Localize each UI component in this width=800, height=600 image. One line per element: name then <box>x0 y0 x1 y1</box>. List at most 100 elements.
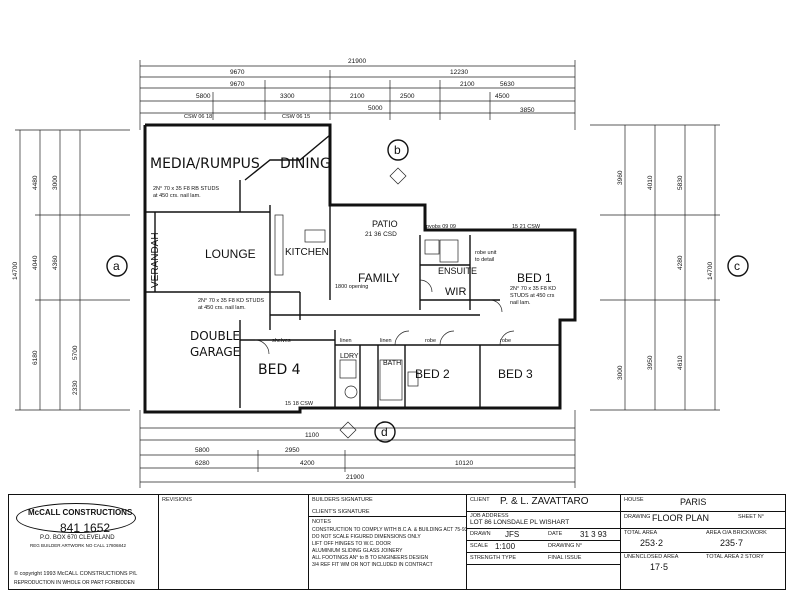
dim-left-4: 3000 <box>52 175 59 190</box>
drawing-label: DRAWING <box>624 514 651 520</box>
opening-note: 1800 opening <box>335 284 368 290</box>
tb-divider-3 <box>466 494 467 590</box>
house-value: PARIS <box>680 497 707 507</box>
dim-bottom-3: 4200 <box>300 460 315 467</box>
bottom-dimension-lines: 21900 5800 6280 4200 10120 2950 1100 <box>139 410 576 488</box>
builder-reg: REG BUILDER ARTWORK NO CALL 17806842 <box>30 543 127 548</box>
studs-note-2: 2N° 70 x 35 F8 KD STUDS <box>198 298 264 304</box>
csw-note-3: CSW 06 18 <box>184 114 212 120</box>
unenclosed-value: 17·5 <box>650 562 669 572</box>
notes-line-6: 3/4 REF FIT WM OR NOT INCLUDED IN CONTRA… <box>312 562 433 568</box>
copyright: © copyright 1993 McCALL CONSTRUCTIONS P/… <box>14 571 138 577</box>
linen-1: linen <box>340 338 352 344</box>
notes-line-3: LIFT OFF HINGES TO W.C. DOOR <box>312 541 391 547</box>
marker-a-label: a <box>113 259 120 273</box>
marker-a <box>106 255 128 277</box>
tb-hline-7 <box>620 528 786 529</box>
strength-label: STRENGTH TYPE <box>470 555 517 561</box>
robe-1: robe <box>425 338 436 344</box>
room-kitchen: KITCHEN <box>285 247 329 258</box>
job-address-label: JOB ADDRESS <box>470 513 509 519</box>
company-logo <box>16 503 136 533</box>
studs-note-1b: at 450 crs. nail lam. <box>153 193 201 199</box>
studs-note-3c: nail lam. <box>510 300 531 306</box>
dim-top-3: 9670 <box>230 81 245 88</box>
tb-hline-1 <box>308 516 466 517</box>
dim-top-2: 12230 <box>450 69 468 76</box>
dim-left-6: 5700 <box>72 345 79 360</box>
client-name: P. & L. ZAVATTARO <box>500 496 589 507</box>
dim-top-1: 9670 <box>230 69 245 76</box>
dim-left-overall: 14700 <box>12 262 19 280</box>
room-patio: PATIO <box>372 219 398 229</box>
clients-signature-label: CLIENT'S SIGNATURE <box>312 509 370 515</box>
total-area-value: 253·2 <box>640 538 664 548</box>
studs-note-3b: STUDS at 450 crs <box>510 293 555 299</box>
csw-note-2: 15 18 CSW <box>285 401 314 407</box>
drawing-value: FLOOR PLAN <box>652 513 710 523</box>
room-verandah: VERANDAH <box>150 232 161 288</box>
plan-notes: 2N° 70 x 35 F8 RB STUDS at 450 crs. nail… <box>153 114 556 407</box>
notes-line-2: DO NOT SCALE FIGURED DIMENSIONS ONLY <box>312 534 421 540</box>
dim-right-7: 3000 <box>617 365 624 380</box>
dim-top-12: 5000 <box>368 105 383 112</box>
notes-line-1: CONSTRUCTION TO COMPLY WITH B.C.A. & BUI… <box>312 527 468 533</box>
linen-2: linen <box>380 338 392 344</box>
marker-d <box>374 421 396 443</box>
tb-hline-4 <box>466 540 620 541</box>
dim-bottom-1: 5800 <box>195 447 210 454</box>
robe-2: robe <box>500 338 511 344</box>
dim-top-overall: 21900 <box>348 58 366 65</box>
drawing-no-label: DRAWING N° <box>548 543 583 549</box>
dim-bottom-6: 1100 <box>305 432 319 439</box>
dim-top-11: 5630 <box>500 81 515 88</box>
job-address: LOT 86 LONSDALE PL WISHART <box>470 519 570 526</box>
dim-right-2: 4280 <box>677 255 684 270</box>
tb-divider-1 <box>158 494 159 590</box>
final-issue-label: FINAL ISSUE <box>548 555 582 561</box>
room-family: FAMILY <box>358 271 400 285</box>
room-double-garage-2: GARAGE <box>190 345 240 359</box>
dim-bottom-overall: 21900 <box>346 474 364 481</box>
sheet-label: SHEET N° <box>738 514 764 520</box>
dim-right-3: 4610 <box>677 355 684 370</box>
dim-left-3: 6180 <box>32 350 39 365</box>
room-bath: BATH <box>383 360 401 367</box>
room-ensuite: ENSUITE <box>438 266 477 276</box>
tb-divider-2 <box>308 494 309 590</box>
client-label: CLIENT <box>470 497 490 503</box>
room-bed2: BED 2 <box>415 367 450 381</box>
dim-top-5: 5800 <box>196 93 211 100</box>
dim-top-8: 2500 <box>400 93 415 100</box>
dim-top-6: 3300 <box>280 93 295 100</box>
door-swings <box>254 279 515 355</box>
dim-top-4: 2100 <box>460 81 475 88</box>
dim-right-overall: 14700 <box>707 262 714 280</box>
fixtures <box>274 214 459 401</box>
marker-b-label: b <box>394 143 401 157</box>
dim-left-1: 4480 <box>32 175 39 190</box>
room-bed4: BED 4 <box>258 362 301 378</box>
drawn-value: JFS <box>505 530 520 539</box>
to-detail-note: to detail <box>475 257 494 263</box>
room-ldry: LDRY <box>340 353 359 360</box>
room-double-garage-1: DOUBLE <box>190 329 240 343</box>
room-media-rumpus: MEDIA/RUMPUS <box>150 156 260 172</box>
room-bed3: BED 3 <box>498 367 533 381</box>
total-area-label: TOTAL AREA <box>624 530 658 536</box>
tb-hline-6 <box>466 564 620 565</box>
dim-bottom-2: 6280 <box>195 460 210 467</box>
patio-note: 21 36 CSD <box>365 231 397 238</box>
dim-top-10: 3850 <box>520 107 535 114</box>
section-markers: a b c d <box>106 139 749 443</box>
dim-right-6: 4010 <box>647 175 654 190</box>
marker-c <box>727 255 749 277</box>
csw-note-1: 15 21 CSW <box>512 224 541 230</box>
drawn-label: DRAWN <box>470 531 491 537</box>
room-bed1: BED 1 <box>517 271 552 285</box>
reproduction-note: REPRODUCTION IN WHOLE OR PART FORBIDDEN <box>14 580 135 586</box>
revisions-label: REVISIONS <box>162 497 192 503</box>
pvobs-note: pvobs 09 09 <box>426 224 456 230</box>
total-area-2-label: TOTAL AREA 2 STORY <box>706 554 764 560</box>
tb-hline-2 <box>466 511 786 512</box>
